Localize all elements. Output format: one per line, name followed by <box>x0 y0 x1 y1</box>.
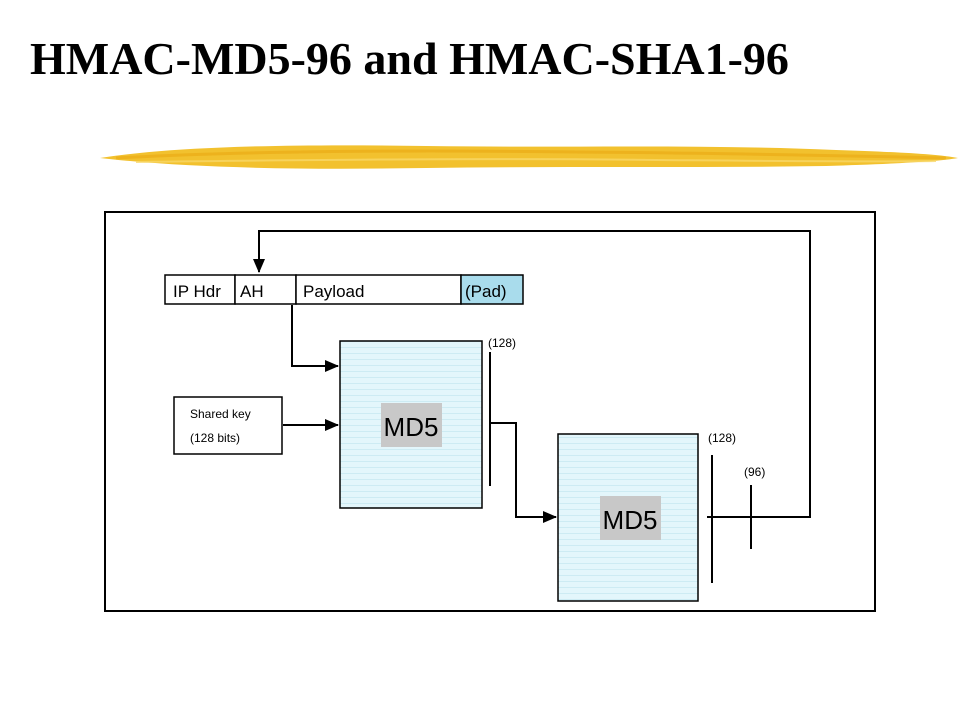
md5-label-background <box>600 496 661 540</box>
packet-row: IP Hdr AH Payload (Pad) <box>164 274 524 305</box>
bit-size-label: (128) <box>708 431 736 445</box>
shared-key-size: (128 bits) <box>190 431 240 445</box>
arrow-ah-to-md5 <box>291 305 339 372</box>
md5-box-outer: MD5 <box>557 433 699 602</box>
md5-box-inner: MD5 <box>339 340 483 509</box>
packet-field-pad <box>460 274 524 305</box>
packet-field-ip-hdr <box>164 274 236 305</box>
shared-key-label: Shared key <box>190 407 251 421</box>
packet-field-label: (Pad) <box>465 282 507 301</box>
packet-field-label: AH <box>240 282 264 301</box>
md5-label: MD5 <box>384 412 439 442</box>
packet-field-label: Payload <box>303 282 364 301</box>
shared-key-box: Shared key (128 bits) <box>173 396 283 455</box>
md5-label: MD5 <box>603 505 658 535</box>
packet-field-label: IP Hdr <box>173 282 221 301</box>
feedback-line-to-ah <box>253 230 811 518</box>
slide-title: HMAC-MD5-96 and HMAC-SHA1-96 <box>30 33 789 84</box>
connectors <box>253 230 811 583</box>
bit-size-label: (128) <box>488 336 516 350</box>
arrow-md5-to-md5 <box>490 422 557 523</box>
bit-size-label: (96) <box>744 465 765 479</box>
decorative-brush-stroke <box>100 145 958 169</box>
packet-field-ah <box>234 274 297 305</box>
md5-label-background <box>381 403 442 447</box>
diagram-frame <box>104 211 876 612</box>
